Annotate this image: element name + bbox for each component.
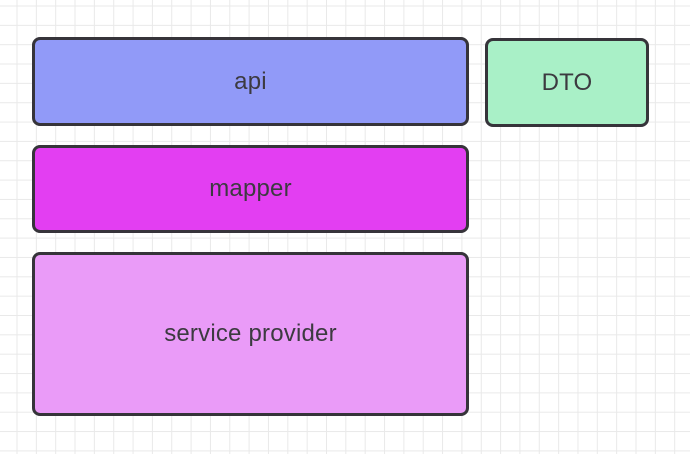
node-mapper[interactable]: mapper <box>32 145 469 233</box>
node-service-provider-label: service provider <box>164 320 337 347</box>
node-mapper-label: mapper <box>209 175 292 202</box>
node-api[interactable]: api <box>32 37 469 126</box>
node-service-provider[interactable]: service provider <box>32 252 469 416</box>
node-dto[interactable]: DTO <box>485 38 649 127</box>
node-api-label: api <box>234 67 267 95</box>
node-dto-label: DTO <box>541 68 593 96</box>
